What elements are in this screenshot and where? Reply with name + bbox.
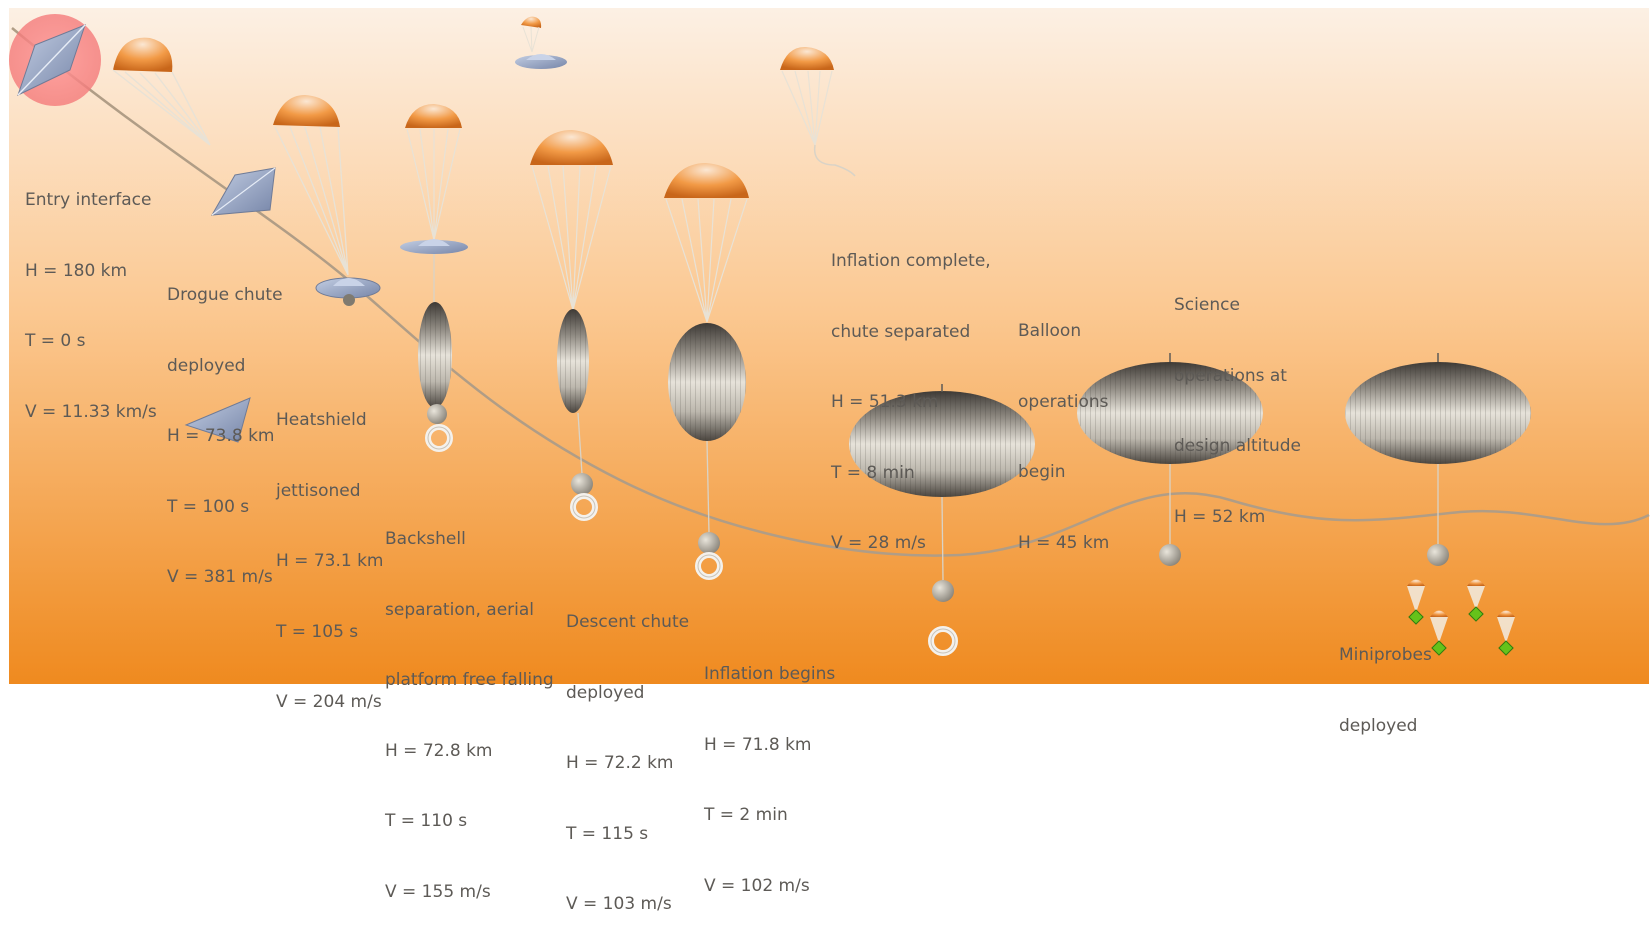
stage-label-inflation-complete: Inflation complete, chute separated H = … <box>831 251 991 553</box>
science-balloon <box>1077 353 1263 566</box>
stage-label-inflation-begins: Inflation begins H = 71.8 km T = 2 min V… <box>704 664 836 896</box>
miniprobe <box>1430 610 1448 656</box>
entry-capsule <box>9 14 101 106</box>
descent-sequence-diagram <box>9 8 1650 684</box>
trajectory-line <box>11 27 1650 557</box>
inflation-begins-platform <box>664 163 749 580</box>
miniprobe <box>1497 610 1515 656</box>
miniprobes <box>1407 579 1515 656</box>
miniprobe <box>1467 579 1485 622</box>
stage-label-backshell: Backshell separation, aerial platform fr… <box>385 529 554 902</box>
heatshield-chute <box>273 95 381 306</box>
heatshield-shell <box>184 397 251 443</box>
descent-chute-platform <box>530 130 613 521</box>
stage-label-heatshield: Heatshield jettisoned H = 73.1 km T = 10… <box>276 410 384 712</box>
stage-label-science-operations: Science operations at design altitude H … <box>1174 295 1302 527</box>
backshell-separation-platform <box>400 104 468 452</box>
separated-chute <box>780 46 856 177</box>
stage-label-drogue: Drogue chute deployed H = 73.8 km T = 10… <box>167 285 283 587</box>
drogue-chute <box>112 37 276 216</box>
stage-label-miniprobes: Miniprobes deployed <box>1339 645 1432 736</box>
miniprobe <box>1407 579 1425 625</box>
stage-label-balloon-operations: Balloon operations begin H = 45 km <box>1018 321 1110 553</box>
stage-label-descent: Descent chute deployed H = 72.2 km T = 1… <box>566 612 690 914</box>
balloon-operations <box>849 384 1035 656</box>
miniprobe-balloon <box>1345 353 1531 566</box>
separated-backshell <box>515 16 567 69</box>
stage-label-entry: Entry interface H = 180 km T = 0 s V = 1… <box>25 190 157 422</box>
